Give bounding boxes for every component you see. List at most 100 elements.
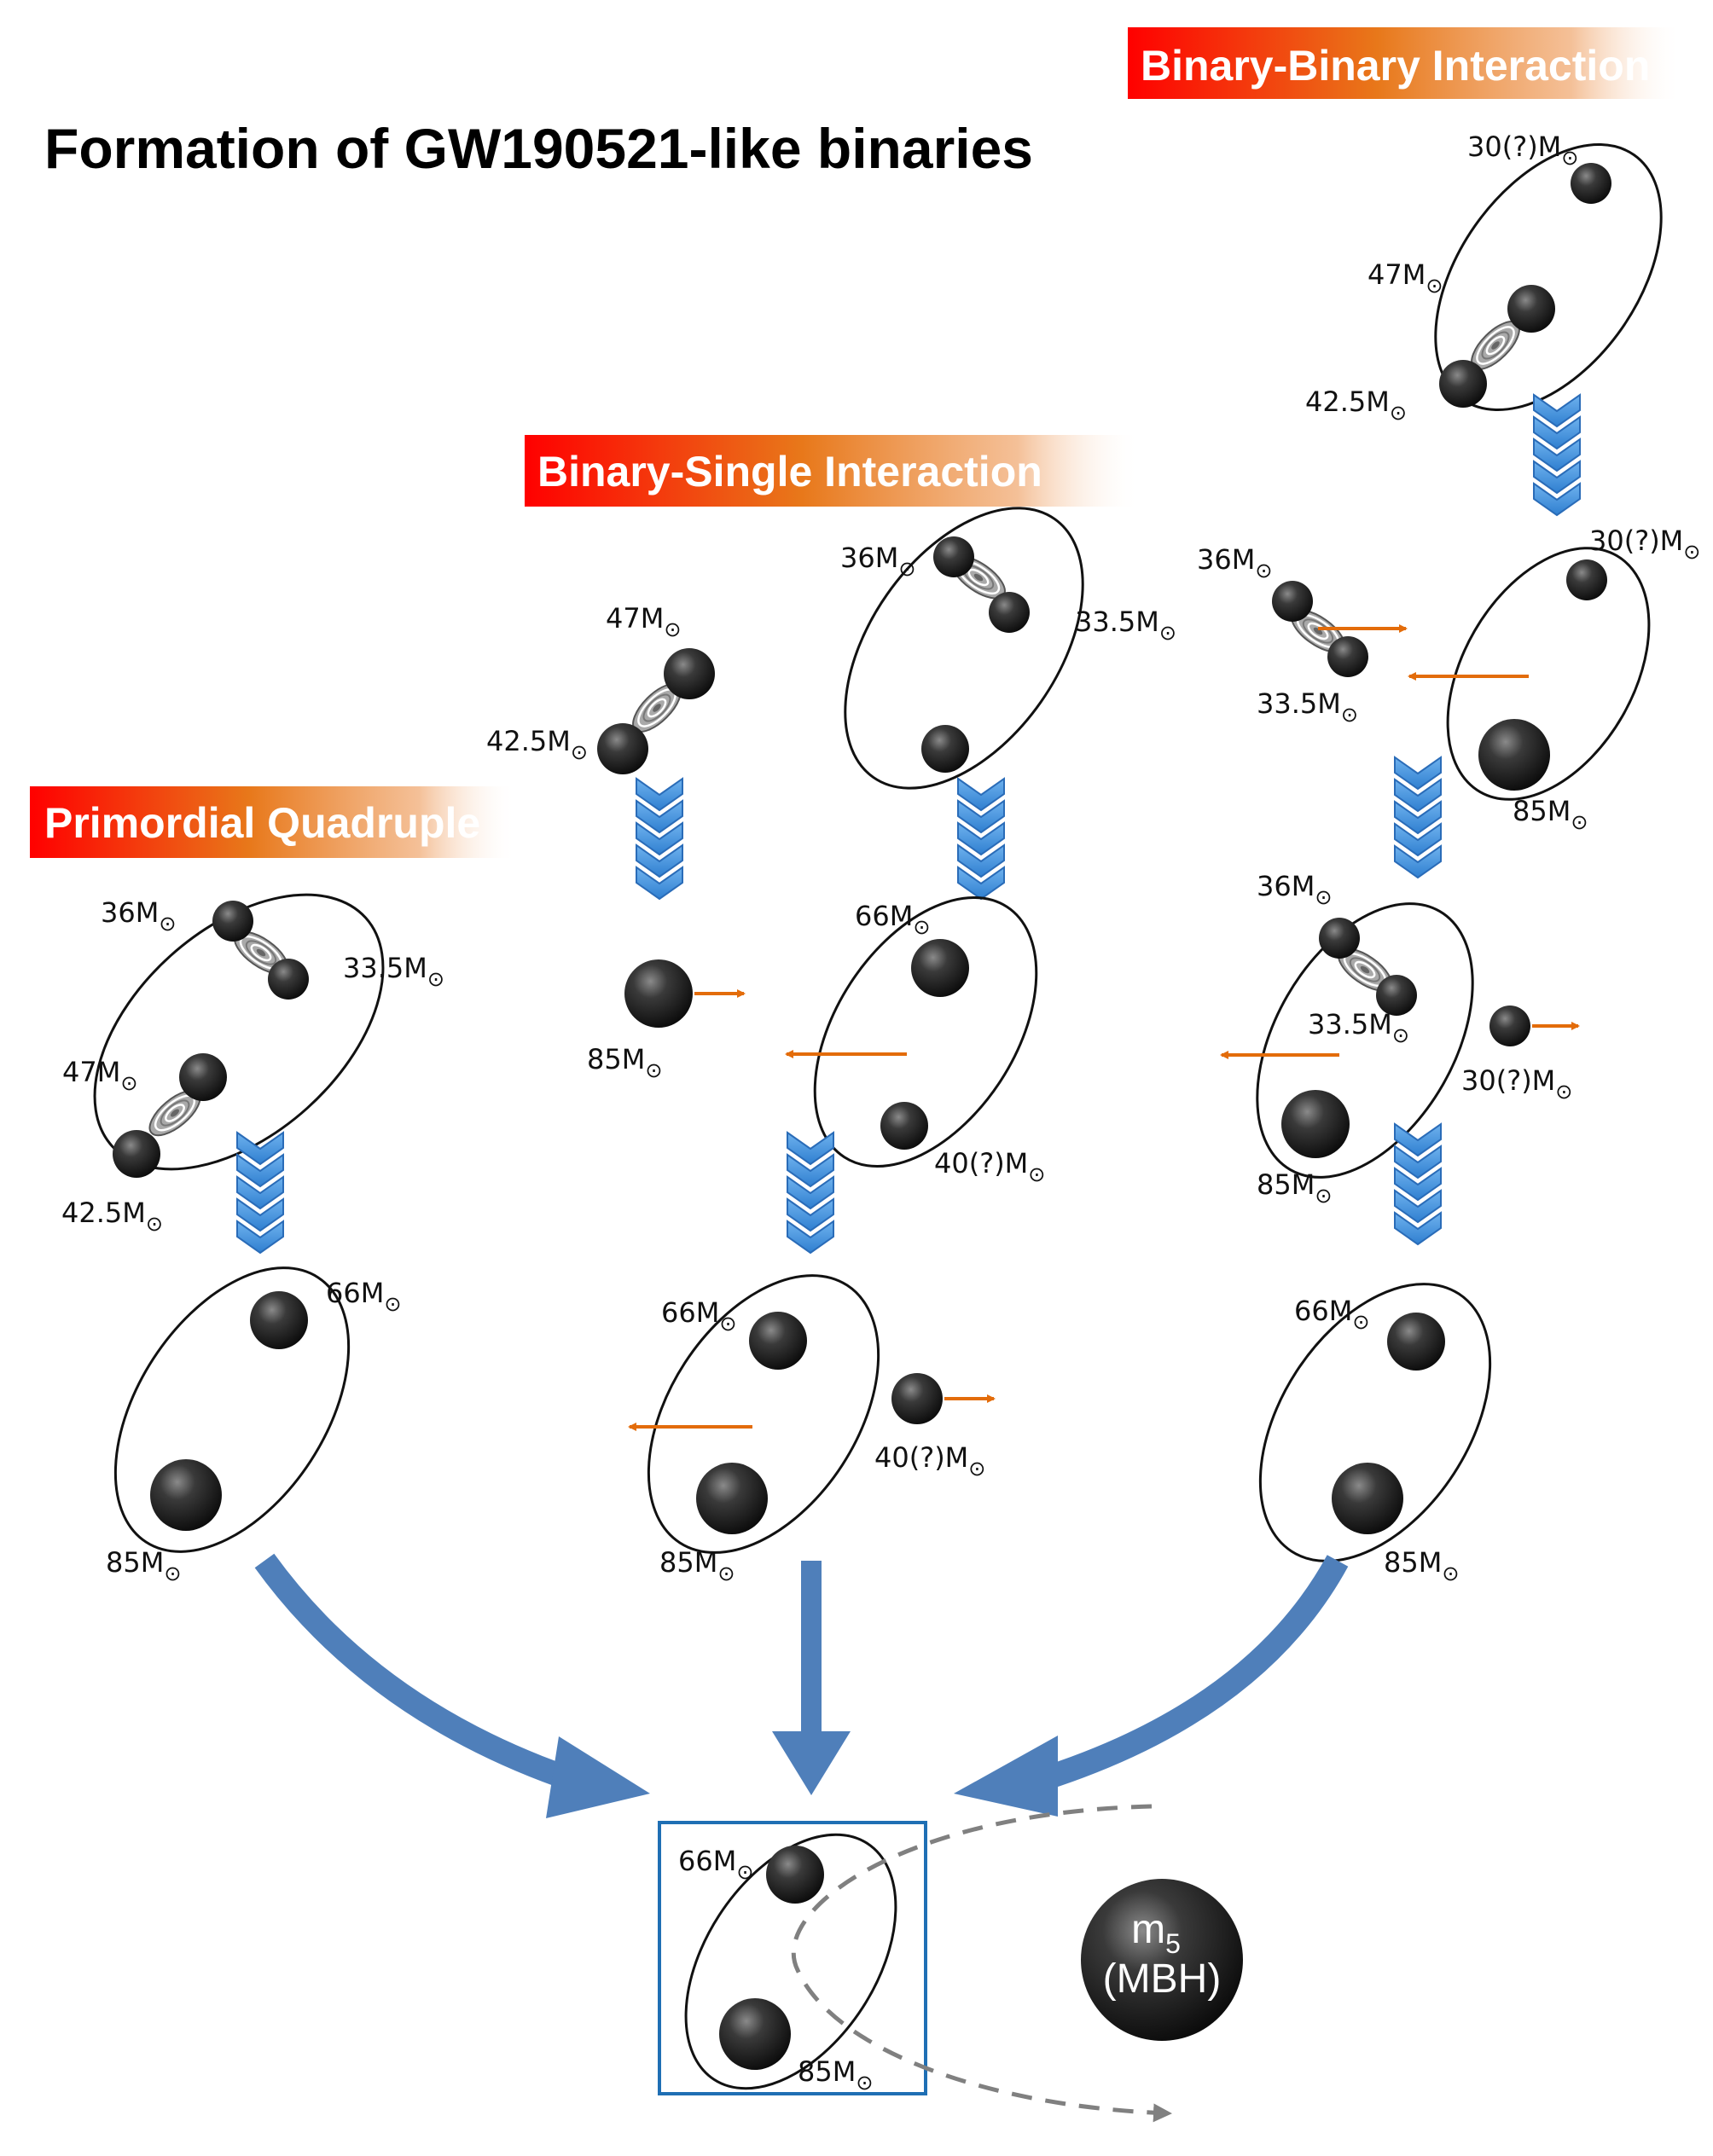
binary-single-left-binary	[597, 648, 715, 774]
black-hole-85	[150, 1459, 222, 1531]
banner-primordial-quadruple-label: Primordial Quadruple	[44, 799, 480, 847]
black-hole-85	[1478, 719, 1550, 791]
black-hole	[664, 648, 715, 699]
svg-text:85M⊙: 85M⊙	[1384, 1546, 1459, 1585]
binary-orbit	[113, 1266, 351, 1553]
chevron-arrow-down	[1533, 394, 1581, 516]
mbh-label: (MBH)	[1103, 1956, 1222, 2002]
binary-orbit	[844, 507, 1084, 790]
black-hole	[212, 901, 253, 942]
binary-single-final-binary	[628, 1274, 996, 1554]
svg-text:42.5M⊙: 42.5M⊙	[61, 1197, 163, 1236]
mass-label: 66M⊙	[855, 900, 930, 939]
mass-label: 66M⊙	[1294, 1295, 1369, 1334]
mass-label: 36M⊙	[1257, 870, 1332, 909]
binary-single-merged-85	[624, 959, 746, 1028]
black-hole	[1319, 918, 1360, 959]
banner-primordial-quadruple: Primordial Quadruple	[30, 786, 516, 858]
binary-binary-final-binary	[1258, 1283, 1492, 1562]
svg-text:33.5M⊙: 33.5M⊙	[1075, 606, 1176, 645]
chevron-arrow-down	[1394, 756, 1442, 878]
svg-text:85M⊙: 85M⊙	[659, 1546, 735, 1585]
chevron-arrow-down	[636, 778, 683, 900]
binary-single-intermediate	[785, 895, 1038, 1168]
svg-text:85M⊙: 85M⊙	[587, 1043, 662, 1082]
black-hole	[1439, 360, 1487, 408]
big-arrow-left	[254, 1553, 650, 1818]
svg-text:47M⊙: 47M⊙	[1367, 258, 1443, 298]
binary-orbit	[1256, 902, 1474, 1179]
svg-text:33.5M⊙: 33.5M⊙	[1257, 687, 1358, 727]
mass-label: 42.5M⊙	[486, 725, 588, 764]
black-hole-66	[911, 939, 969, 997]
banner-binary-binary-label: Binary-Binary Interaction	[1141, 42, 1650, 90]
banner-binary-single-label: Binary-Single Interaction	[537, 448, 1042, 496]
big-arrow-right	[954, 1555, 1349, 1817]
banner-binary-binary: Binary-Binary Interaction	[1128, 27, 1682, 99]
black-hole-85	[1281, 1090, 1350, 1158]
mass-label: 33.5M⊙	[1075, 606, 1176, 645]
mass-label: 85M⊙	[798, 2055, 873, 2095]
big-arrow-center	[772, 1561, 851, 1795]
svg-text:36M⊙: 36M⊙	[1197, 543, 1272, 582]
black-hole-40	[891, 1373, 943, 1424]
binary-binary-scatter	[1272, 547, 1651, 801]
quadruple-final-binary	[113, 1266, 351, 1553]
black-hole-66	[749, 1312, 807, 1370]
mass-label: 47M⊙	[1367, 258, 1443, 298]
black-hole-40	[880, 1102, 928, 1150]
mbh-symbol: m5	[1131, 1907, 1181, 1959]
black-hole	[933, 536, 974, 577]
final-binary-box	[658, 1821, 927, 2095]
binary-orbit	[647, 1274, 880, 1554]
chevron-arrow-down	[236, 1132, 284, 1254]
black-hole-85	[624, 959, 693, 1028]
mbh-m5: m5 (MBH)	[1081, 1879, 1243, 2041]
mass-label: 33.5M⊙	[1257, 687, 1358, 727]
mass-label: 47M⊙	[606, 602, 681, 641]
mass-label: 66M⊙	[678, 1845, 753, 1884]
banner-binary-single: Binary-Single Interaction	[525, 435, 1141, 507]
black-hole	[268, 959, 309, 1000]
svg-text:33.5M⊙: 33.5M⊙	[343, 952, 444, 991]
mass-label: 66M⊙	[326, 1277, 401, 1316]
quadruple-orbit	[93, 893, 385, 1171]
binary-orbit	[1446, 547, 1651, 801]
svg-text:66M⊙: 66M⊙	[855, 900, 930, 939]
svg-text:36M⊙: 36M⊙	[840, 542, 915, 581]
binary-binary-intermediate	[1220, 902, 1580, 1179]
mass-label: 33.5M⊙	[1308, 1008, 1409, 1047]
black-hole-85	[719, 1998, 791, 2070]
chevron-arrow-down	[1394, 1123, 1442, 1245]
svg-text:36M⊙: 36M⊙	[1257, 870, 1332, 909]
svg-text:30(?)M⊙: 30(?)M⊙	[1589, 525, 1700, 564]
svg-text:66M⊙: 66M⊙	[678, 1845, 753, 1884]
binary-orbit	[813, 895, 1038, 1168]
black-hole	[1327, 636, 1368, 677]
black-hole-30	[1566, 559, 1607, 600]
svg-text:47M⊙: 47M⊙	[606, 602, 681, 641]
svg-text:85M⊙: 85M⊙	[1513, 795, 1588, 834]
black-hole-30	[1489, 1006, 1530, 1046]
mass-label: 85M⊙	[1513, 795, 1588, 834]
svg-text:36M⊙: 36M⊙	[101, 896, 176, 936]
black-hole-66	[766, 1846, 824, 1904]
svg-text:42.5M⊙: 42.5M⊙	[1305, 385, 1407, 425]
mass-label: 40(?)M⊙	[874, 1441, 985, 1481]
black-hole	[1272, 581, 1313, 622]
svg-text:66M⊙: 66M⊙	[326, 1277, 401, 1316]
page-title: Formation of GW190521-like binaries	[44, 117, 1033, 180]
mass-label: 33.5M⊙	[343, 952, 444, 991]
mbh-black-hole	[1081, 1879, 1243, 2041]
mass-label: 85M⊙	[1384, 1546, 1459, 1585]
black-hole	[597, 723, 648, 774]
black-hole-85	[1332, 1463, 1403, 1534]
binary-orbit	[1258, 1283, 1492, 1562]
black-hole-66	[1387, 1313, 1445, 1371]
final-binary	[684, 1833, 897, 2090]
black-hole	[1376, 975, 1417, 1016]
svg-text:47M⊙: 47M⊙	[62, 1056, 137, 1095]
black-hole	[113, 1130, 160, 1178]
svg-text:85M⊙: 85M⊙	[106, 1546, 181, 1585]
mass-label: 47M⊙	[62, 1056, 137, 1095]
